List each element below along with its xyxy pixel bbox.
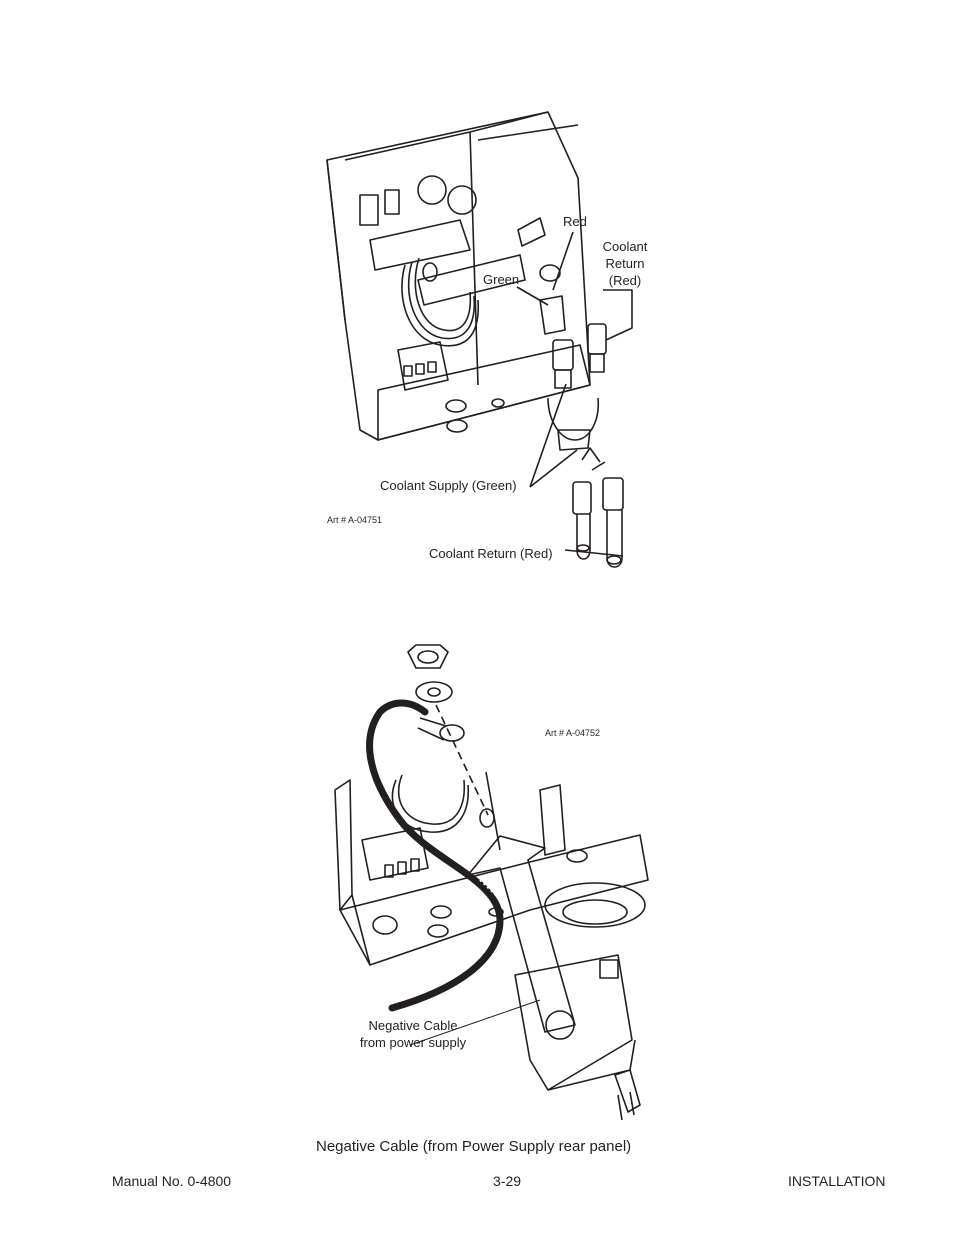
figure-caption: Negative Cable (from Power Supply rear p… <box>316 1138 632 1155</box>
coolant-return-callout: Coolant Return (Red) <box>596 238 654 289</box>
art-number-bottom: Art # A-04752 <box>545 728 601 738</box>
art-number-top: Art # A-04751 <box>327 515 383 525</box>
footer-manual-number: Manual No. 0-4800 <box>112 1173 232 1189</box>
green-label: Green <box>483 272 520 287</box>
footer-page-number: 3-29 <box>493 1173 522 1189</box>
coolant-return-callout-line: (Red) <box>608 273 642 288</box>
red-label: Red <box>563 214 587 229</box>
coolant-return-callout-line: Return <box>605 256 645 271</box>
negative-cable-label: Negative Cable from power supply <box>343 1017 483 1051</box>
coolant-supply-label: Coolant Supply (Green) <box>380 478 517 493</box>
negative-cable-label-line: from power supply <box>359 1035 467 1050</box>
coolant-return-callout-line: Coolant <box>602 239 648 254</box>
negative-cable-label-line: Negative Cable <box>368 1018 458 1033</box>
coolant-return-label: Coolant Return (Red) <box>429 546 553 561</box>
footer-section: INSTALLATION <box>788 1173 886 1189</box>
